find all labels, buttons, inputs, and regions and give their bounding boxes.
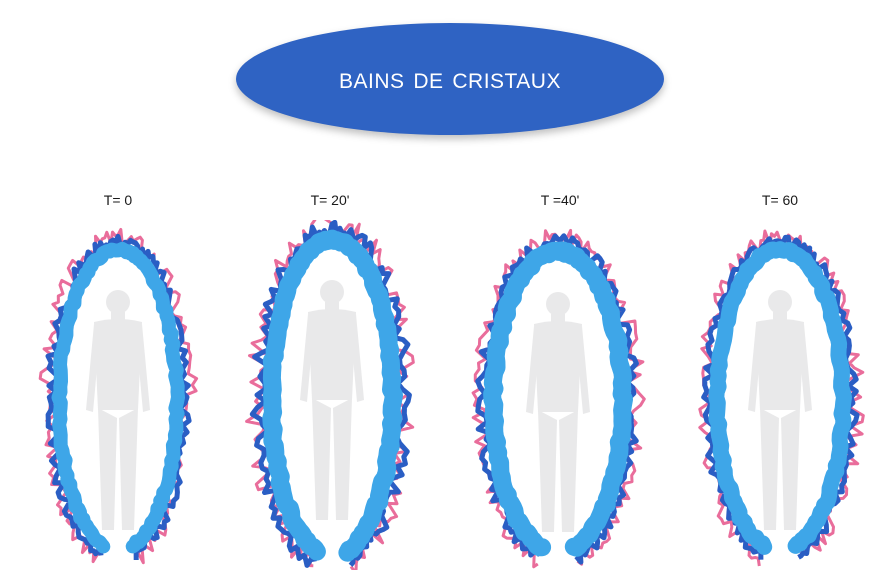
aura-panel-t20: T= 20' [230,180,430,570]
aura-figure [680,220,870,570]
panel-label: T= 0 [18,192,218,208]
panel-label: T= 20' [230,192,430,208]
aura-figure [460,220,660,570]
aura-panel-t40: T =40' [460,180,660,570]
body-silhouette [86,290,150,530]
title-banner: Bains de cristaux [236,23,664,135]
body-silhouette [526,292,590,532]
body-silhouette [748,290,812,530]
panel-label: T= 60 [680,192,870,208]
title-text: Bains de cristaux [339,62,561,96]
body-silhouette [300,280,364,520]
aura-figure [230,220,430,570]
aura-figure [18,220,218,570]
panel-label: T =40' [460,192,660,208]
aura-panel-t60: T= 60 [680,180,870,570]
aura-panel-t0: T= 0 [18,180,218,570]
